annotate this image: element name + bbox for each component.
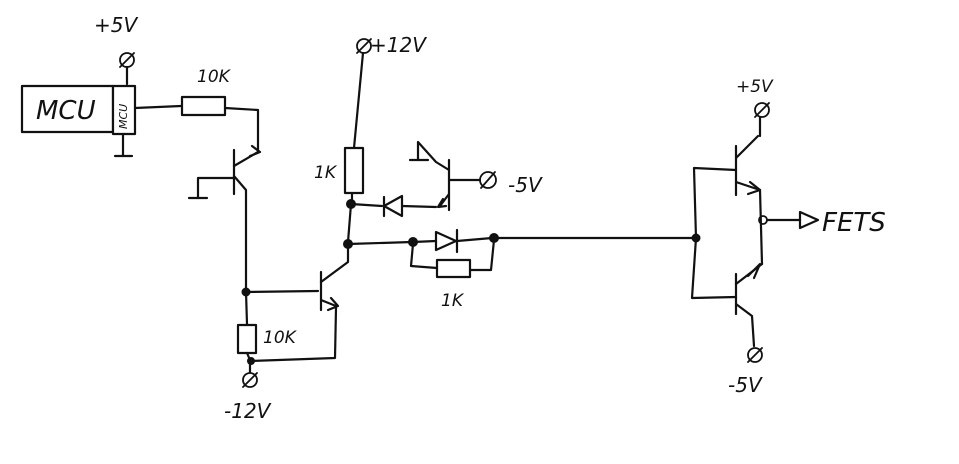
resistor-icon — [236, 323, 258, 355]
resistor-icon — [343, 146, 365, 195]
resistor-10k-mcu-label: 10K — [197, 67, 232, 87]
supply-terminal-icon — [242, 372, 258, 388]
node-b: 1K — [343, 228, 698, 311]
output-arrow-icon — [798, 210, 820, 230]
resistor-10k-base-label: 10K — [263, 328, 298, 348]
supply-12v-label: +12V — [370, 33, 427, 57]
supply-terminal-icon — [479, 171, 497, 189]
base-network: 10K -12V — [224, 287, 338, 423]
transistor-q3: -5V — [408, 140, 543, 212]
resistor-icon — [180, 95, 227, 117]
output-label: FETS — [822, 208, 886, 238]
output-stage: FETS +5V -5V — [690, 77, 886, 397]
mcu-box — [20, 84, 115, 134]
resistor-10k-mcu: 10K — [133, 67, 260, 154]
supply-5v-mcu-label: +5V — [94, 13, 138, 37]
transistor-q2 — [319, 246, 350, 312]
supply-terminal-icon — [754, 102, 770, 118]
mcu-block: MCU MCU — [20, 84, 137, 158]
supply-neg5-right-label: -5V — [728, 373, 763, 397]
resistor-1k-pullup-label: 1K — [314, 163, 338, 183]
mcu-label: MCU — [36, 96, 96, 126]
supply-neg12-label: -12V — [224, 399, 272, 423]
supply-neg5-mid-label: -5V — [508, 173, 543, 197]
transistor-q1 — [187, 144, 262, 292]
resistor-1k-feedback-label: 1K — [441, 291, 465, 311]
diode-icon — [434, 230, 458, 252]
supply-5v-right-label: +5V — [736, 77, 774, 97]
node-a — [346, 194, 438, 244]
supply-terminal-icon — [747, 347, 763, 363]
resistor-icon — [435, 258, 472, 279]
mcu-pin-label: MCU — [117, 104, 130, 129]
supply-12v: +12V 1K — [314, 33, 427, 205]
supply-5v-mcu: +5V — [94, 13, 138, 86]
